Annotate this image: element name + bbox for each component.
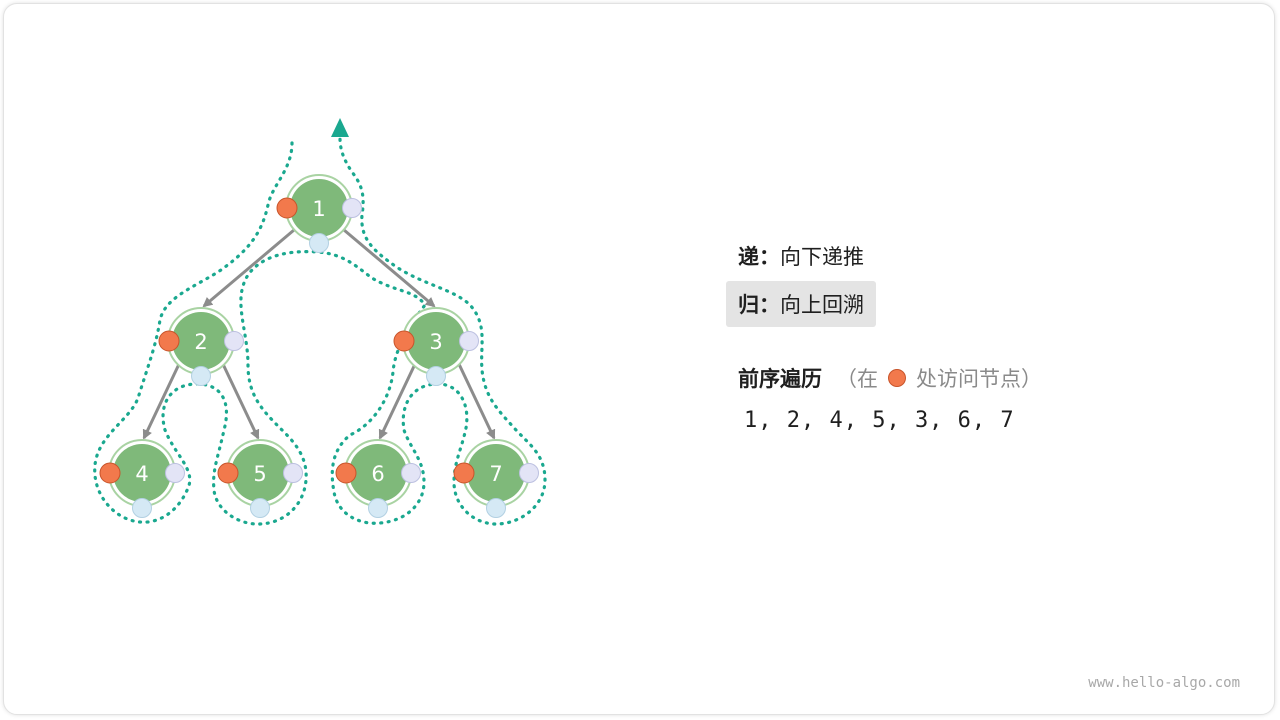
preorder-dot-icon: [393, 330, 415, 352]
inorder-dot-icon: [426, 366, 446, 386]
inorder-dot-icon: [368, 498, 388, 518]
preorder-dot-icon: [453, 462, 475, 484]
traversal-note-suffix: 处访问节点）: [916, 367, 1042, 391]
svg-text:6: 6: [371, 462, 384, 486]
edge-3-6: [378, 361, 418, 440]
inorder-dot-icon: [191, 366, 211, 386]
edge-2-4: [142, 361, 182, 440]
tree-node-5: 5: [217, 439, 303, 518]
inorder-dot-icon: [250, 498, 270, 518]
legend-up-key: 归: [738, 293, 759, 317]
inorder-dot-icon: [486, 498, 506, 518]
preorder-dot-icon: [335, 462, 357, 484]
watermark: www.hello-algo.com: [1088, 675, 1240, 691]
path-end-arrow-icon: [331, 118, 349, 137]
legend-recursion-down: 递 ： 向下递推: [726, 233, 876, 279]
inorder-dot-icon: [132, 498, 152, 518]
preorder-dot-icon: [276, 197, 298, 219]
legend-up-sep: ：: [759, 293, 780, 317]
svg-text:1: 1: [312, 197, 325, 221]
postorder-dot-icon: [342, 198, 362, 218]
traversal-note-prefix: （在: [836, 367, 878, 391]
tree-node-2: 2: [158, 307, 244, 386]
postorder-dot-icon: [401, 463, 421, 483]
inorder-dot-icon: [309, 233, 329, 253]
postorder-dot-icon: [519, 463, 539, 483]
svg-text:4: 4: [135, 462, 148, 486]
tree-node-1: 1: [276, 174, 362, 253]
edge-1-3: [343, 228, 436, 308]
traversal-path: [93, 136, 547, 526]
svg-text:3: 3: [429, 330, 442, 354]
svg-text:2: 2: [194, 330, 207, 354]
tree-node-6: 6: [335, 439, 421, 518]
legend-down-key: 递: [738, 245, 759, 269]
preorder-dot-icon: [158, 330, 180, 352]
traversal-title-row: 前序遍历 （在 处访问节点）: [738, 358, 1042, 398]
svg-text:5: 5: [253, 462, 266, 486]
traversal-sequence: 1, 2, 4, 5, 3, 6, 7: [744, 408, 1015, 433]
postorder-dot-icon: [165, 463, 185, 483]
legend-up-text: 向上回溯: [780, 293, 864, 317]
postorder-dot-icon: [459, 331, 479, 351]
postorder-dot-icon: [283, 463, 303, 483]
preorder-dot-icon: [99, 462, 121, 484]
tree-node-4: 4: [99, 439, 185, 518]
edge-1-2: [202, 228, 295, 308]
traversal-note: （在 处访问节点）: [836, 363, 1042, 393]
legend-down-sep: ：: [759, 245, 780, 269]
preorder-dot-icon: [217, 462, 239, 484]
legend-recursion-up: 归 ： 向上回溯: [726, 281, 876, 327]
edge-2-5: [220, 361, 260, 440]
tree-node-3: 3: [393, 307, 479, 386]
legend-down-text: 向下递推: [780, 245, 864, 269]
preorder-dot-icon: [888, 369, 906, 387]
svg-text:7: 7: [489, 462, 502, 486]
postorder-dot-icon: [224, 331, 244, 351]
tree-node-7: 7: [453, 439, 539, 518]
edge-3-7: [456, 361, 496, 440]
traversal-title: 前序遍历: [738, 367, 822, 391]
